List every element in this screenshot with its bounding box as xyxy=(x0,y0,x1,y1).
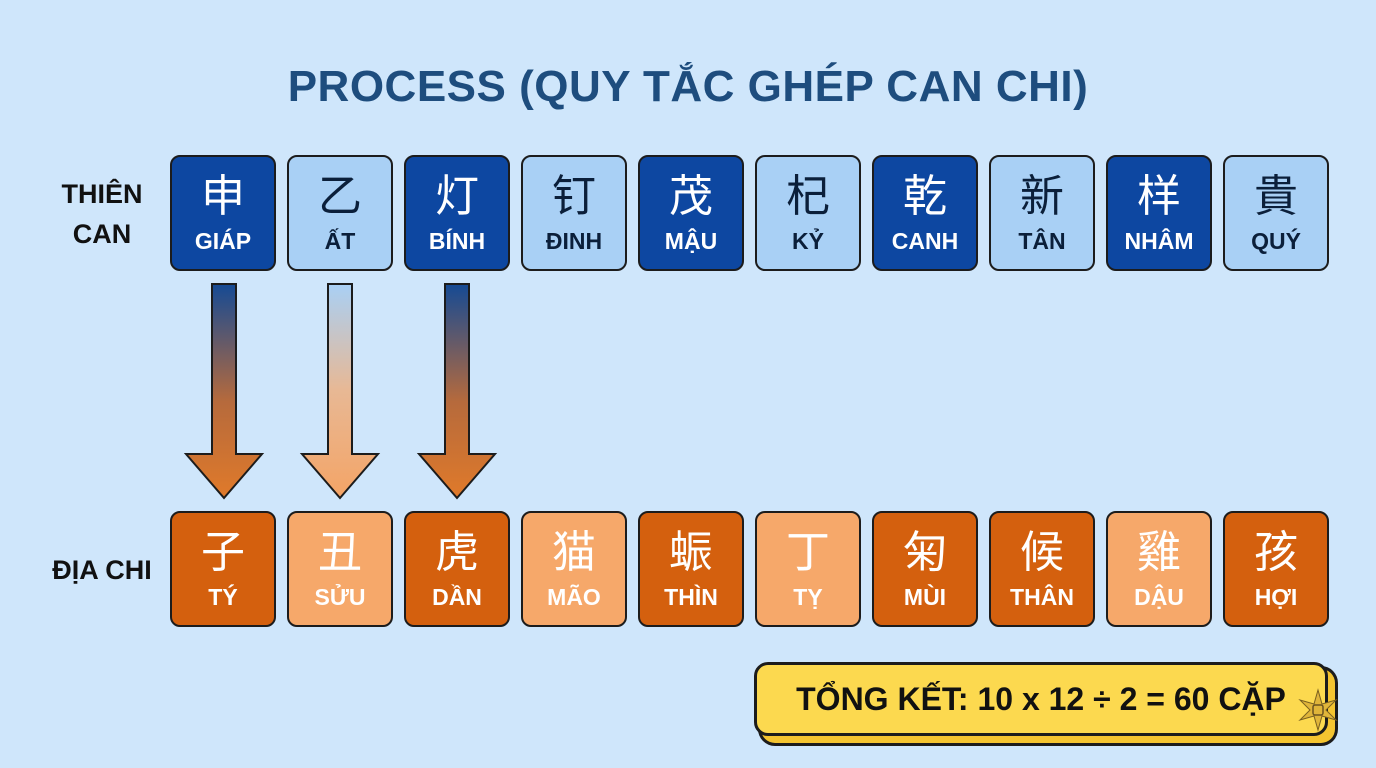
cell-glyph: 孩 xyxy=(1254,526,1298,578)
dia-chi-cell[interactable]: 蜄 THÌN xyxy=(638,511,744,627)
cell-name: TỴ xyxy=(793,583,823,610)
cell-glyph: 雞 xyxy=(1137,526,1181,578)
summary-box: TỔNG KẾT: 10 x 12 ÷ 2 = 60 CẶP xyxy=(754,662,1328,736)
cell-name: ẤT xyxy=(324,227,356,254)
cell-glyph: 申 xyxy=(201,170,245,222)
cell-name: MÃO xyxy=(547,583,601,610)
sparkle-icon xyxy=(1298,688,1338,732)
thien-can-cell[interactable]: 样 NHÂM xyxy=(1106,155,1212,271)
cell-glyph: 子 xyxy=(201,526,245,578)
cell-glyph: 茂 xyxy=(669,170,713,222)
cell-name: SỬU xyxy=(314,583,366,610)
cell-glyph: 蜄 xyxy=(669,526,713,578)
dia-chi-row: 子 TÝ 丑 SỬU 虎 DẦN 猫 MÃO 蜄 THÌN 丁 TỴ 匊 MÙI 候 THÂN 雞 DẬU 孩 HỢI xyxy=(170,511,1329,627)
cell-glyph: 猫 xyxy=(552,526,596,578)
cell-glyph: 貴 xyxy=(1254,170,1298,222)
dia-chi-cell[interactable]: 猫 MÃO xyxy=(521,511,627,627)
thien-can-cell[interactable]: 乾 CANH xyxy=(872,155,978,271)
thien-can-cell[interactable]: 新 TÂN xyxy=(989,155,1095,271)
cell-glyph: 样 xyxy=(1137,170,1181,222)
cell-name: CANH xyxy=(891,227,959,254)
cell-glyph: 灯 xyxy=(435,170,479,222)
cell-glyph: 乾 xyxy=(903,170,947,222)
cell-glyph: 丁 xyxy=(786,526,830,578)
cell-name: BÍNH xyxy=(428,227,486,254)
cell-glyph: 丑 xyxy=(318,526,362,578)
cell-name: HỢI xyxy=(1254,583,1298,610)
cell-name: ĐINH xyxy=(545,227,603,254)
thien-can-cell[interactable]: 灯 BÍNH xyxy=(404,155,510,271)
cell-name: QUÝ xyxy=(1251,227,1301,254)
cell-glyph: 候 xyxy=(1020,526,1064,578)
dia-chi-cell[interactable]: 丁 TỴ xyxy=(755,511,861,627)
thien-can-cell[interactable]: 杞 KỶ xyxy=(755,155,861,271)
dia-chi-cell[interactable]: 子 TÝ xyxy=(170,511,276,627)
thien-can-cell[interactable]: 申 GIÁP xyxy=(170,155,276,271)
cell-glyph: 匊 xyxy=(903,526,947,578)
cell-glyph: 钉 xyxy=(552,170,596,222)
dia-chi-cell[interactable]: 丑 SỬU xyxy=(287,511,393,627)
dia-chi-cell[interactable]: 雞 DẬU xyxy=(1106,511,1212,627)
cell-name: KỶ xyxy=(792,227,824,254)
dia-chi-cell[interactable]: 虎 DẦN xyxy=(404,511,510,627)
cell-name: THÂN xyxy=(1010,583,1074,610)
cell-glyph: 新 xyxy=(1020,170,1064,222)
dia-chi-label: ĐỊA CHI xyxy=(52,555,152,585)
cell-name: TÝ xyxy=(208,583,238,610)
thien-can-label-line2: CAN xyxy=(72,219,132,249)
cell-name: MẬU xyxy=(664,227,718,254)
thien-can-label: THIÊN CAN xyxy=(52,174,152,254)
cell-name: TÂN xyxy=(1018,227,1066,254)
cell-glyph: 虎 xyxy=(435,526,479,578)
arrow-down-icon xyxy=(183,283,265,500)
dia-chi-cell[interactable]: 孩 HỢI xyxy=(1223,511,1329,627)
cell-name: THÌN xyxy=(664,583,718,610)
arrow-down-icon xyxy=(416,283,498,500)
cell-glyph: 乙 xyxy=(318,170,362,222)
thien-can-cell[interactable]: 钉 ĐINH xyxy=(521,155,627,271)
cell-name: NHÂM xyxy=(1124,227,1194,254)
thien-can-cell[interactable]: 貴 QUÝ xyxy=(1223,155,1329,271)
cell-name: MÙI xyxy=(903,583,947,610)
dia-chi-cell[interactable]: 匊 MÙI xyxy=(872,511,978,627)
page-title: PROCESS (QUY TẮC GHÉP CAN CHI) xyxy=(287,62,1089,111)
thien-can-cell[interactable]: 乙 ẤT xyxy=(287,155,393,271)
cell-name: GIÁP xyxy=(194,227,252,254)
cell-glyph: 杞 xyxy=(786,170,830,222)
arrow-down-icon xyxy=(299,283,381,500)
cell-name: DẦN xyxy=(432,583,482,610)
thien-can-cell[interactable]: 茂 MẬU xyxy=(638,155,744,271)
cell-name: DẬU xyxy=(1134,583,1184,610)
thien-can-label-line1: THIÊN xyxy=(61,179,143,209)
thien-can-row: 申 GIÁP 乙 ẤT 灯 BÍNH 钉 ĐINH 茂 MẬU 杞 KỶ 乾 CANH 新 TÂN 样 NHÂM 貴… xyxy=(170,155,1329,271)
dia-chi-cell[interactable]: 候 THÂN xyxy=(989,511,1095,627)
